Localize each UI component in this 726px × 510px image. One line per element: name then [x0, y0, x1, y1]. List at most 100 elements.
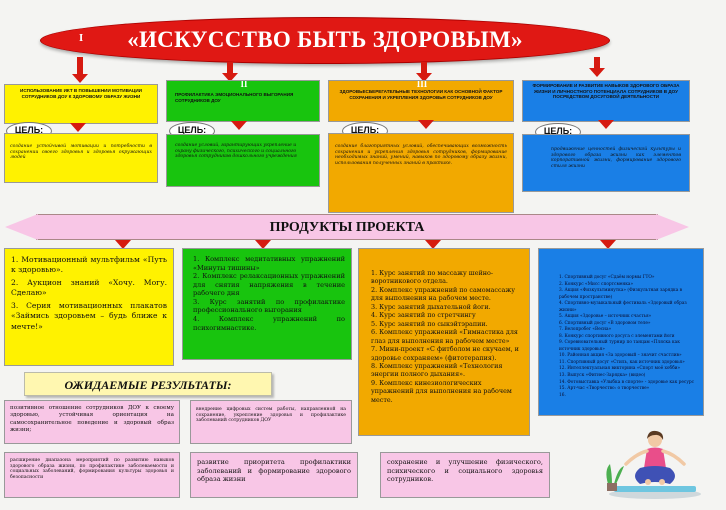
arrow-down-icon	[255, 240, 271, 249]
arrow-down-icon	[425, 240, 441, 249]
result-card-1: позитивное отношение сотрудников ДОУ к с…	[4, 400, 180, 444]
list-item: 7. Велопробег «Весна»	[559, 327, 612, 333]
products-title: ПРОДУКТЫ ПРОЕКТА	[269, 220, 425, 235]
list-item: 7. Мини-проект «С фитболом не скучаем, и…	[371, 345, 519, 362]
list-item: 13. Выпуск «Фитнес-Зарядка» (видео)	[559, 372, 646, 378]
arrow-down-icon	[72, 74, 88, 83]
list-item: 3. Серия мотивационных плакатов «Займись…	[11, 300, 167, 331]
direction-1-goal: создание устойчивой мотивации и потребно…	[4, 133, 158, 183]
list-item: 6. Спортивный досуг «В здоровом теле»	[559, 320, 651, 326]
results-title: ОЖИДАЕМЫЕ РЕЗУЛЬТАТЫ:	[64, 378, 232, 392]
arrow-down-icon	[600, 240, 616, 249]
direction-2-heading: ПРОФИЛАКТИКА ЭМОЦИОНАЛЬНОГО ВЫГОРАНИЯ СО…	[175, 92, 294, 103]
list-item: 10. Районная акция «За здоровый – значит…	[559, 353, 682, 359]
list-item: 3. Курс занятий по профилактике професси…	[193, 297, 345, 315]
direction-2-card: II ПРОФИЛАКТИКА ЭМОЦИОНАЛЬНОГО ВЫГОРАНИЯ…	[166, 80, 320, 122]
result-3-text: расширение диапазона мероприятий по разв…	[10, 458, 174, 481]
list-item: 11. Спортивный досуг «Стиль, как источни…	[559, 359, 685, 365]
products-banner-right-tab	[656, 214, 689, 240]
list-item: 2. Комплекс упражнений по самомассажу дл…	[371, 285, 515, 303]
arm-right	[661, 449, 686, 466]
products-4-list: 1. Спортивный досуг «Сдаём нормы ГТО» 2.…	[539, 249, 703, 399]
list-item: 12. Интеллектуальная викторина «Спорт мо…	[559, 366, 681, 372]
title-banner: «ИСКУССТВО БЫТЬ ЗДОРОВЫМ» I	[40, 17, 610, 64]
page-title: «ИСКУССТВО БЫТЬ ЗДОРОВЫМ»	[127, 27, 523, 52]
products-banner: ПРОДУКТЫ ПРОЕКТА	[36, 214, 658, 240]
result-card-2: внедрение цифровых систем работы, направ…	[190, 400, 352, 444]
direction-2-numeral: II	[240, 80, 248, 89]
products-4-card: 1. Спортивный досуг «Сдаём нормы ГТО» 2.…	[538, 248, 704, 416]
arrow-stem-1	[77, 57, 83, 75]
direction-2-goal-text: создание условий, гарантирующих укреплен…	[175, 143, 297, 160]
arrow-down-icon	[231, 121, 247, 130]
arrow-stem-2	[227, 62, 233, 74]
list-item: 1. Комплекс медитативных упражнений «Мин…	[193, 255, 345, 272]
list-item: 4. Курс занятий по стретчингу	[371, 311, 476, 320]
products-2-card: 1. Комплекс медитативных упражнений «Мин…	[182, 248, 352, 360]
result-5-text: сохранение и улучшение физического, псих…	[387, 458, 543, 484]
arrow-down-icon	[222, 73, 238, 82]
direction-2-goal: создание условий, гарантирующих укреплен…	[166, 134, 320, 187]
result-2-text: внедрение цифровых систем работы, направ…	[196, 407, 346, 424]
direction-3-heading: ЗДОРОВЬЕСБЕРЕГАТЕЛЬНЫЕ ТЕХНОЛОГИИ КАК ОС…	[339, 89, 503, 100]
list-item: 6. Комплекс упражнений «Гимнастика для г…	[371, 328, 518, 345]
result-card-3: расширение диапазона мероприятий по разв…	[4, 452, 180, 498]
direction-1-card: ИСПОЛЬЗОВАНИЕ ИКТ В ПОВЫШЕНИИ МОТИВАЦИИ …	[4, 84, 158, 124]
arrow-down-icon	[418, 120, 434, 129]
direction-3-goal: создание благоприятных условий, обеспечи…	[328, 133, 514, 213]
list-item: 8. Конкурс спортивного досуга с элемента…	[559, 333, 675, 339]
list-item: 9. Комплекс кинезиологических упражнений…	[371, 378, 512, 404]
arm-left	[624, 449, 649, 466]
list-item: 16.	[559, 392, 566, 398]
arrow-stem-3	[421, 62, 427, 74]
list-item: 1. Курс занятий по массажу шейно-воротни…	[371, 269, 494, 286]
results-heading-box: ОЖИДАЕМЫЕ РЕЗУЛЬТАТЫ:	[24, 372, 272, 396]
result-4-text: развитие приоритета профилактики заболев…	[197, 458, 351, 484]
list-item: 4. Спортивно-музыкальный фестиваль «Здор…	[559, 301, 687, 313]
title-numeral: I	[79, 34, 84, 44]
foot-left	[645, 479, 651, 485]
products-1-card: 1. Мотивационный мультфильм «Путь к здор…	[4, 248, 174, 366]
direction-3-goal-text: создание благоприятных условий, обеспечи…	[335, 144, 507, 167]
direction-4-goal: продвижение ценностей физической культур…	[522, 134, 690, 192]
list-item: 5. Акция «Здоровье – источник счастья»	[559, 314, 652, 320]
list-item: 3. Акция «Физкультминутка» (Физкультная …	[559, 288, 683, 300]
plant-leaves	[606, 464, 624, 484]
list-item: 1. Спортивный досуг «Сдаём нормы ГТО»	[559, 275, 655, 280]
plant-pot	[607, 483, 617, 491]
list-item: 2. Комплекс релаксационных упражнений дл…	[193, 272, 345, 298]
direction-4-card: IV ФОРМИРОВАНИЕ И РАЗВИТИЕ НАВЫКОВ ЗДОРО…	[522, 80, 690, 122]
arrow-down-icon	[70, 123, 86, 132]
list-item: 9. Соревновательный турнир по танцам «Пл…	[559, 340, 680, 352]
direction-4-goal-text: продвижение ценностей физической культур…	[551, 147, 681, 170]
legs	[635, 466, 675, 484]
list-item: 2. Конкурс «Мисс спортсменка»	[559, 281, 634, 287]
direction-1-heading: ИСПОЛЬЗОВАНИЕ ИКТ В ПОВЫШЕНИИ МОТИВАЦИИ …	[20, 88, 142, 99]
head	[648, 433, 662, 447]
products-3-card: 1. Курс занятий по массажу шейно-воротни…	[358, 248, 530, 436]
list-item: 15. Арт-час «Творчество: о творчестве»	[559, 386, 650, 392]
products-1-list: 1. Мотивационный мультфильм «Путь к здор…	[5, 249, 173, 332]
list-item: 4. Комплекс упражнений по психогимнастик…	[193, 314, 345, 332]
mat	[614, 486, 696, 492]
products-3-list: 1. Курс занятий по массажу шейно-воротни…	[359, 249, 529, 404]
list-item: 8. Комплекс упражнений «Технология энерг…	[371, 361, 503, 379]
arrow-down-icon	[416, 73, 432, 82]
arrow-down-icon	[589, 68, 605, 77]
list-item: 2. Аукцион знаний «Хочу. Могу. Сделаю»	[11, 277, 167, 298]
arrow-stem-4	[594, 57, 600, 69]
yoga-woman-illustration	[606, 430, 701, 499]
direction-3-card: III ЗДОРОВЬЕСБЕРЕГАТЕЛЬНЫЕ ТЕХНОЛОГИИ КА…	[328, 80, 514, 122]
products-2-list: 1. Комплекс медитативных упражнений «Мин…	[183, 249, 351, 332]
list-item: 1. Мотивационный мультфильм «Путь к здор…	[11, 255, 167, 275]
list-item: 14. Фотовыставка «Улыбка в спорте» - здо…	[559, 379, 695, 385]
hair	[647, 430, 664, 440]
list-item: 3. Курс занятий дыхательной йоги.	[371, 302, 491, 311]
direction-1-goal-text: создание устойчивой мотивации и потребно…	[10, 144, 152, 161]
list-item: 5. Курс занятий по сыкэйтэрапии.	[371, 319, 488, 328]
result-card-5: сохранение и улучшение физического, псих…	[380, 452, 550, 498]
arrow-down-icon	[115, 240, 131, 249]
direction-3-numeral: III	[416, 80, 428, 89]
torso	[644, 447, 666, 468]
foot-right	[659, 479, 665, 485]
